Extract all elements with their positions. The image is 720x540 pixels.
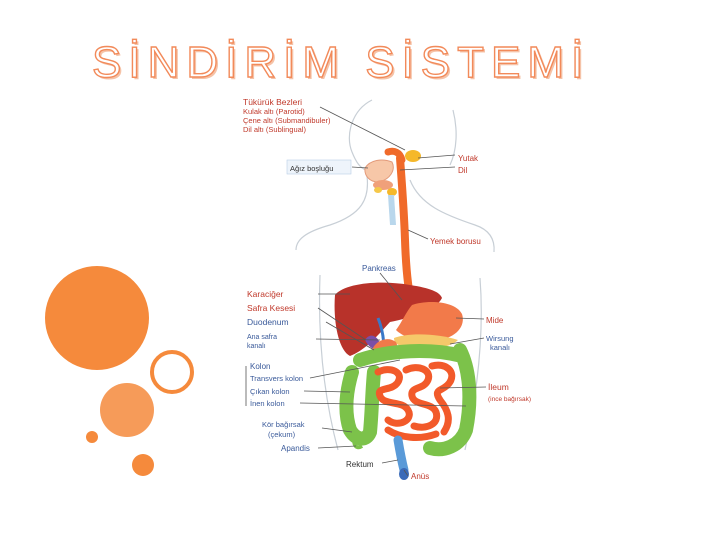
decor-circle-small [86,431,98,443]
label-descending: İnen kolon [250,399,285,408]
mouth-cavity [364,159,394,183]
label-cecum-2: (çekum) [268,430,296,439]
label-liver: Karaciğer [247,289,284,299]
label-duodenum: Duodenum [247,317,289,327]
pharynx-tube [384,147,406,164]
label-ileum: İleum [488,382,509,392]
small-intestine [374,361,456,441]
label-cecum-1: Kör bağırsak [262,420,305,429]
label-pharynx: Yutak [458,154,479,163]
parotid-gland [405,150,421,162]
label-parotid: Kulak altı (Parotid) [243,107,305,116]
diagram-labels: Tükürük Bezleri Kulak altı (Parotid) Çen… [243,97,531,481]
label-gallbladder: Safra Kesesi [247,303,295,313]
label-mouth: Ağız boşluğu [290,164,333,173]
decor-circle-small-2 [132,454,154,476]
label-rectum: Rektum [346,460,374,469]
submandibular-gland [387,188,397,196]
label-transverse: Transvers kolon [250,374,303,383]
anus-organ [399,468,409,480]
label-mouth-box [286,159,352,175]
label-salivary-title: Tükürük Bezleri [243,97,302,107]
label-ascending: Çıkan kolon [250,387,290,396]
label-wirsung-1: Wirsung [486,334,514,343]
label-tongue: Dil [458,166,468,175]
stomach-organ [396,301,463,341]
decor-circle-large [45,266,149,370]
label-colon: Kolon [250,362,270,371]
label-esophagus: Yemek borusu [430,237,481,246]
label-stomach: Mide [486,316,504,325]
label-bile-duct-1: Ana safra [247,334,277,341]
leader-lines [245,106,487,477]
trachea [388,195,396,225]
decor-circle-medium-2 [100,383,154,437]
label-appendix: Apandis [281,444,310,453]
label-pancreas: Pankreas [362,264,396,273]
label-wirsung-2: kanalı [490,343,510,352]
sublingual-gland [374,187,382,193]
slide-title: SİNDİRİM SİSTEMİ [91,37,591,87]
label-submandibular: Çene altı (Submandibuler) [243,116,331,125]
label-ileum-sub: (ince bağırsak) [488,396,531,403]
colon-organ [339,343,477,457]
liver-organ [334,282,442,356]
decor-circle-medium [150,350,194,394]
appendix-organ [352,435,364,450]
label-bile-duct-2: kanalı [247,343,266,350]
rectum-organ [393,435,409,475]
label-anus: Anüs [411,472,429,481]
label-sublingual: Dil altı (Sublingual) [243,125,306,134]
